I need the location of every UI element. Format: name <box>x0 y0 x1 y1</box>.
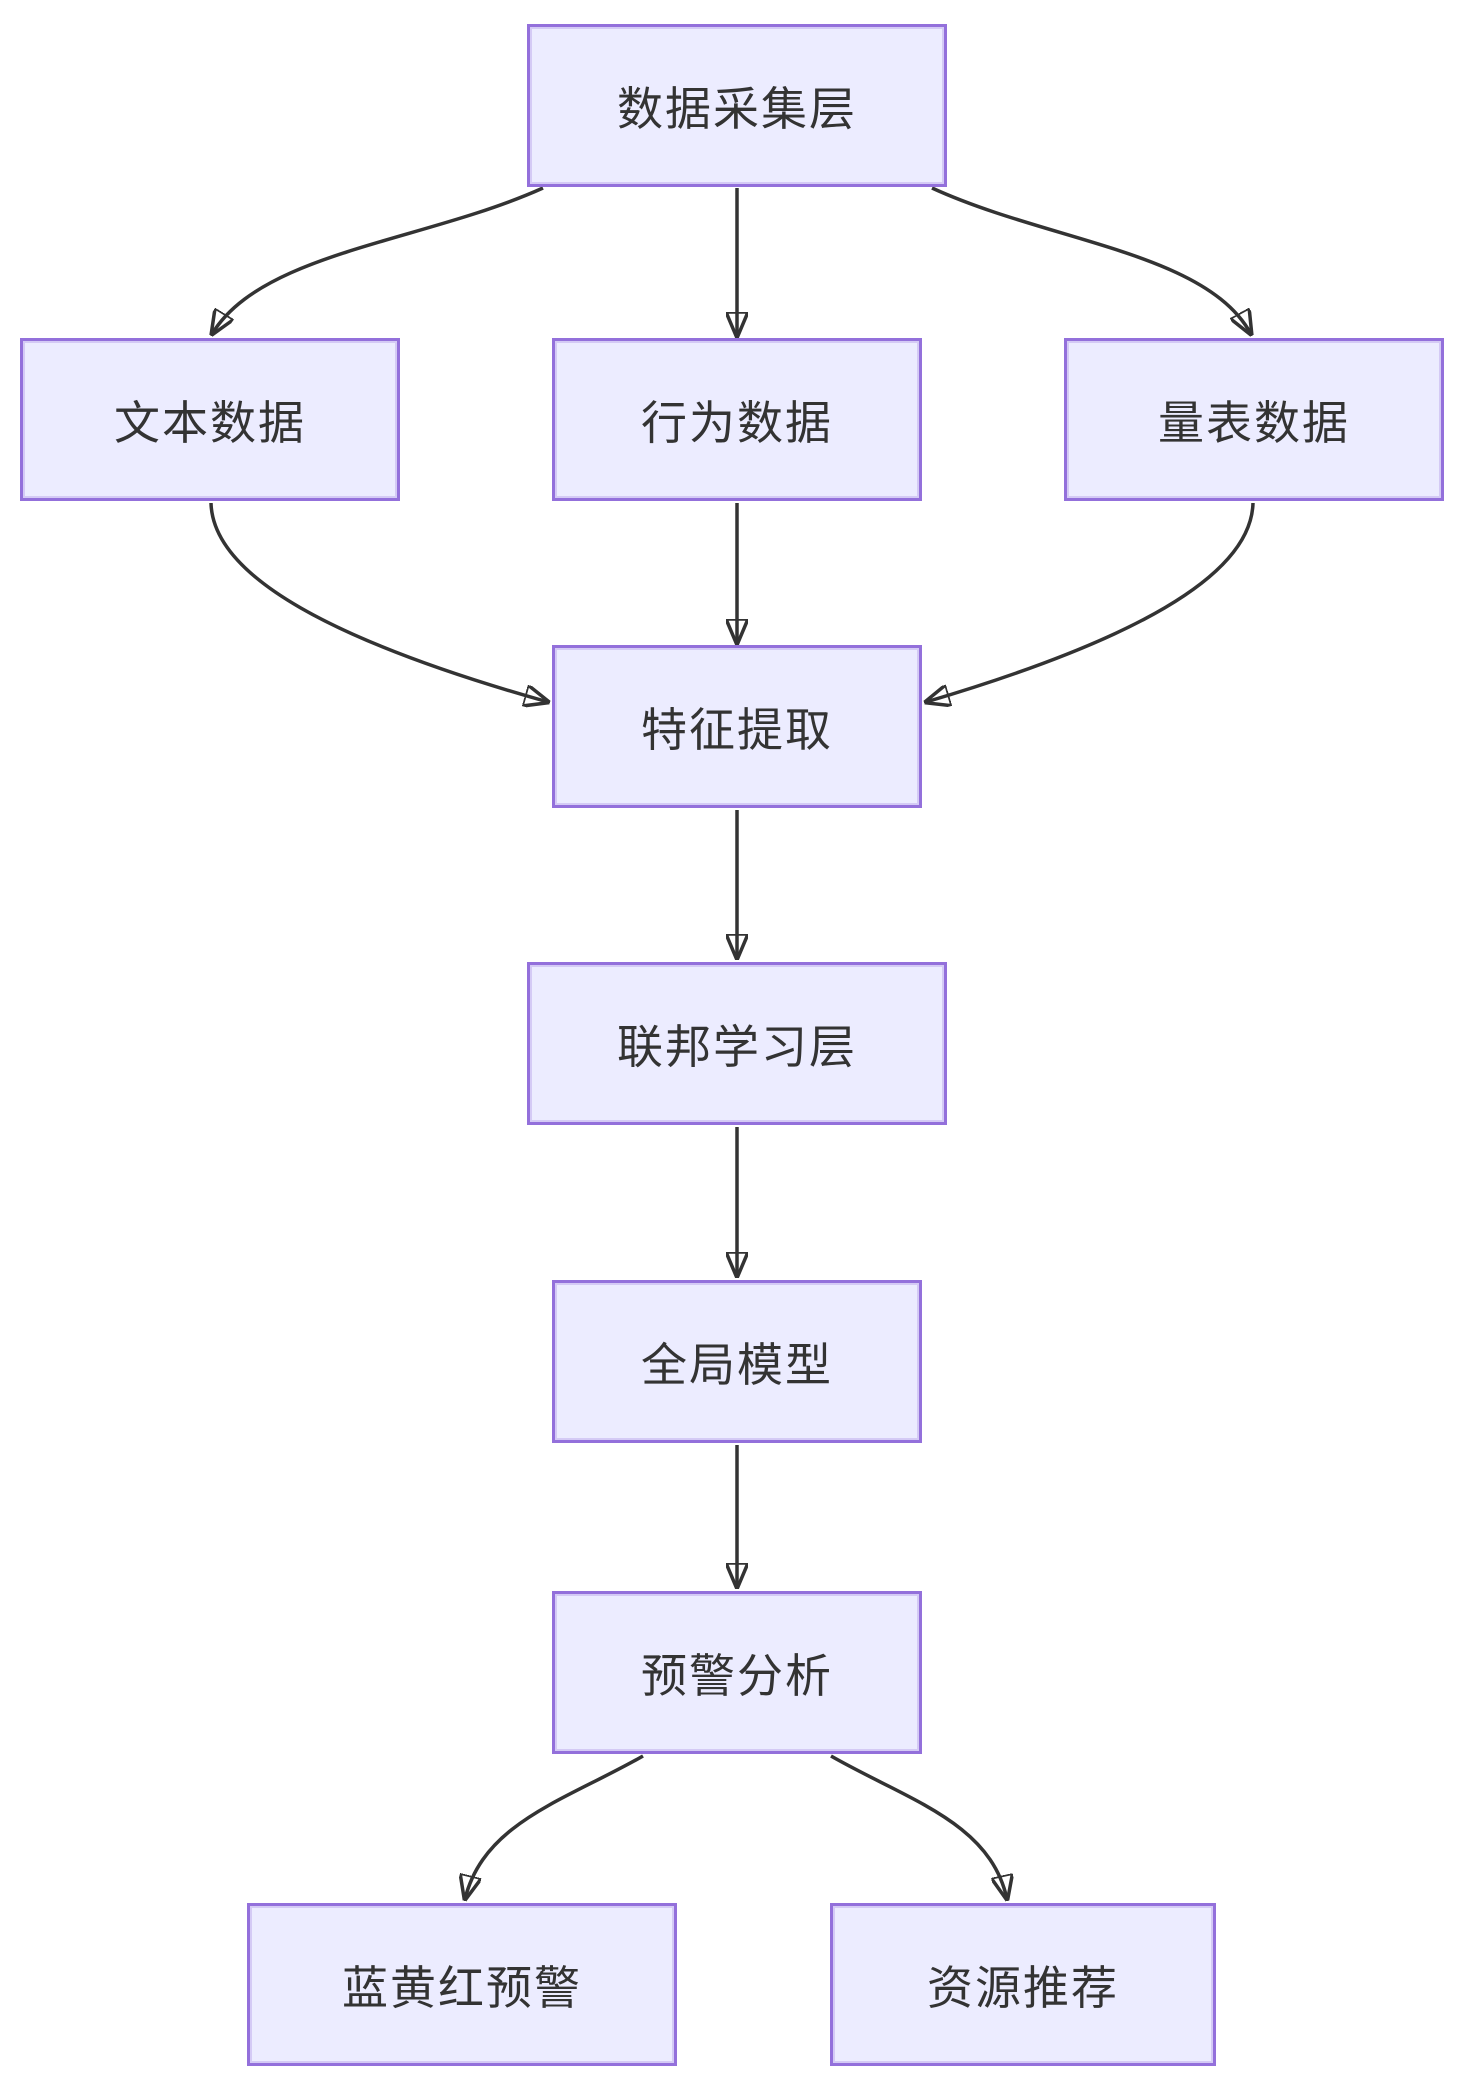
node-label: 特征提取 <box>641 703 833 756</box>
node-scale-data: 量表数据 <box>1064 338 1444 501</box>
node-data-collection-layer: 数据采集层 <box>527 24 947 187</box>
node-label: 预警分析 <box>641 1649 833 1702</box>
node-label: 量表数据 <box>1158 396 1350 449</box>
edge-collection-to-scale-data <box>931 186 1251 334</box>
node-label: 资源推荐 <box>927 1961 1119 2014</box>
edge-warning-analysis-to-blue-yellow-red <box>465 1754 644 1899</box>
node-resource-recommendation: 资源推荐 <box>830 1903 1216 2066</box>
edge-scale-data-to-feature-extraction <box>926 502 1255 702</box>
node-label: 文本数据 <box>114 396 306 449</box>
node-feature-extraction: 特征提取 <box>552 645 922 808</box>
node-label: 联邦学习层 <box>617 1020 857 1073</box>
node-behavior-data: 行为数据 <box>552 338 922 501</box>
node-blue-yellow-red-warning: 蓝黄红预警 <box>247 1903 677 2066</box>
node-label: 行为数据 <box>641 396 833 449</box>
node-federated-learning-layer: 联邦学习层 <box>527 962 947 1125</box>
node-label: 数据采集层 <box>617 82 857 135</box>
node-text-data: 文本数据 <box>20 338 400 501</box>
node-label: 全局模型 <box>641 1338 833 1391</box>
edge-collection-to-text-data <box>212 186 544 334</box>
node-warning-analysis: 预警分析 <box>552 1591 922 1754</box>
node-label: 蓝黄红预警 <box>342 1961 582 2014</box>
node-global-model: 全局模型 <box>552 1280 922 1443</box>
edge-warning-analysis-to-resource <box>830 1754 1007 1899</box>
edge-text-data-to-feature-extraction <box>209 502 548 702</box>
